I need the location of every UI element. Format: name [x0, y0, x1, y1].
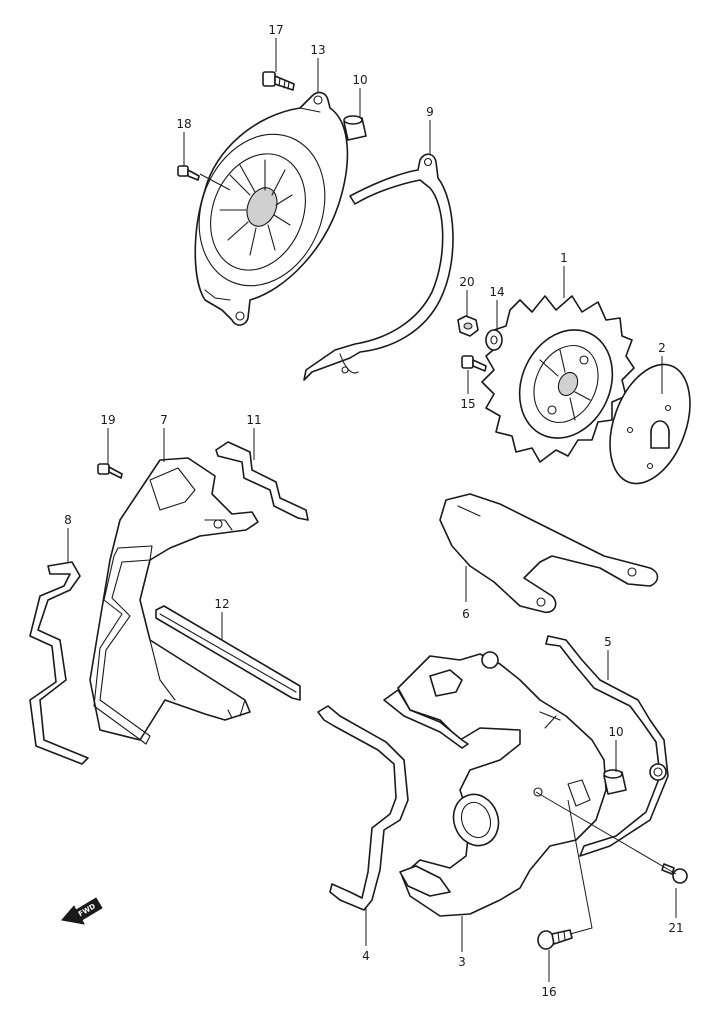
part-1-cooling-fan [481, 295, 635, 463]
callout-14: 14 [489, 285, 504, 299]
part-8-seal-inner [93, 545, 153, 745]
callout-7: 7 [160, 413, 168, 427]
callout-5: 5 [604, 635, 612, 649]
part-10-collar-bottom [603, 763, 667, 795]
callout-16: 16 [541, 985, 556, 999]
callout-15: 15 [460, 397, 475, 411]
part-9-shroud-band [303, 153, 454, 381]
part-19-screw [97, 463, 123, 479]
part-2-starter-plate [609, 363, 691, 485]
callout-11: 11 [246, 413, 261, 427]
callout-9: 9 [426, 105, 434, 119]
part-8-seal-left [29, 561, 89, 765]
callout-2: 2 [658, 341, 666, 355]
part-18-screw [177, 165, 200, 181]
callout-19: 19 [100, 413, 115, 427]
part-3-case-cover [383, 651, 607, 917]
callout-8: 8 [64, 513, 72, 527]
part-15-bolt [461, 355, 487, 372]
part-12-long-seal [155, 605, 301, 701]
part-13-fan-cover [194, 91, 349, 326]
callout-1: 1 [560, 251, 568, 265]
part-4-seal [317, 705, 409, 911]
callout-4: 4 [362, 949, 370, 963]
part-7-lower-cover [89, 457, 259, 741]
callout-21: 21 [668, 921, 683, 935]
part-14-washer [485, 329, 503, 351]
callout-18: 18 [176, 117, 191, 131]
part-6-bracket [439, 493, 659, 614]
leader-lines [67, 38, 677, 982]
part-17-bolt [262, 71, 295, 91]
part-20-nut [457, 315, 479, 337]
part-16-bolt [537, 929, 573, 950]
callout-6: 6 [462, 607, 470, 621]
part-5-cover-seal [545, 635, 669, 857]
callout-3: 3 [458, 955, 466, 969]
callout-12: 12 [214, 597, 229, 611]
part-11-seal-strip [215, 441, 309, 521]
callout-10-top: 10 [352, 73, 367, 87]
callout-17: 17 [268, 23, 283, 37]
callout-20: 20 [459, 275, 474, 289]
part-10-collar-top [343, 115, 367, 141]
forward-arrow-icon: FWD [61, 897, 103, 925]
callout-13: 13 [310, 43, 325, 57]
callouts: 17 13 10 18 9 1 20 14 2 15 19 7 11 8 6 1… [64, 23, 683, 999]
callout-10-bottom: 10 [608, 725, 623, 739]
